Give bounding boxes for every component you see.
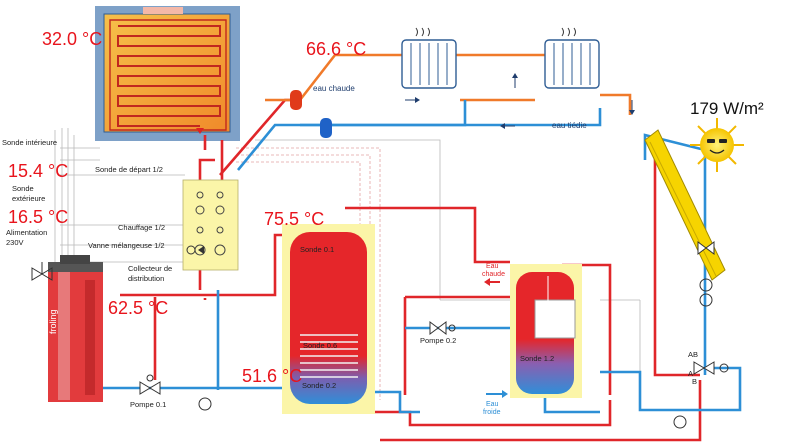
radiator-cold-valve <box>320 118 332 138</box>
label-alimentation-1: Alimentation <box>6 228 47 237</box>
pressure-gauge-icon <box>198 397 212 411</box>
label-collecteur-1: Collecteur de <box>128 264 172 273</box>
label-eau-froide-1: Eau <box>486 401 499 408</box>
solar-collector <box>644 129 726 281</box>
label-sonde-12: Sonde 1.2 <box>520 354 554 363</box>
label-eau-froide-2: froide <box>483 409 501 416</box>
temp-boiler: 62.5 °C <box>108 298 168 318</box>
label-sonde-exterieure-1: Sonde <box>12 184 34 193</box>
label-valve-a: A <box>688 369 693 378</box>
control-wiring <box>54 128 641 400</box>
distribution-manifold <box>182 179 239 271</box>
label-sonde-exterieure-2: extérieure <box>12 194 45 203</box>
label-pompe-01: Pompe 0.1 <box>130 400 166 409</box>
buffer-tank <box>282 224 375 414</box>
label-eau-chaude: eau chaude <box>313 84 355 93</box>
radiator-2 <box>544 27 600 89</box>
dhw-tank <box>510 264 582 398</box>
temp-sonde-exterieure: 16.5 °C <box>8 207 68 227</box>
solar-safety-group <box>697 241 715 307</box>
label-sonde-depart: Sonde de départ 1/2 <box>95 165 163 174</box>
pump-01-icon <box>139 374 161 395</box>
label-vanne: Vanne mélangeuse 1/2 <box>88 241 165 250</box>
mixing-valve-icon <box>198 246 204 254</box>
boiler-brand-label: froling <box>48 309 58 334</box>
label-chauffage: Chauffage 1/2 <box>118 223 165 232</box>
sun-icon <box>690 118 744 172</box>
solar-irradiance: 179 W/m² <box>690 99 764 118</box>
temp-floor: 32.0 °C <box>42 29 102 49</box>
temp-radiator: 66.6 °C <box>306 39 366 59</box>
label-eau-tiede: eau tiédie <box>552 121 587 130</box>
radiator-hot-valve <box>290 90 302 110</box>
safety-valve-boiler <box>31 262 53 281</box>
temp-buffer-bottom: 51.6 °C <box>242 366 302 386</box>
label-sonde-06: Sonde 0.6 <box>303 341 337 350</box>
temp-sonde-interieure: 15.4 °C <box>8 161 68 181</box>
label-alimentation-2: 230V <box>6 238 24 247</box>
boiler <box>48 255 103 402</box>
radiator-1 <box>401 27 457 89</box>
label-collecteur-2: distribution <box>128 274 164 283</box>
label-sonde-interieure: Sonde intérieure <box>2 138 57 147</box>
label-valve-ab: AB <box>688 350 698 359</box>
pump-02-icon <box>429 321 456 335</box>
radiator-pipes <box>265 53 635 129</box>
expansion-gauge-icon <box>673 415 687 429</box>
label-eau-chaude-sanitaire-1: Eau <box>486 263 499 270</box>
label-valve-b: B <box>692 377 697 386</box>
label-sonde-02: Sonde 0.2 <box>302 381 336 390</box>
label-eau-chaude-sanitaire-2: chaude <box>482 271 505 278</box>
label-pompe-02: Pompe 0.2 <box>420 336 456 345</box>
floor-heating-panel <box>95 6 240 141</box>
temp-buffer-top: 75.5 °C <box>264 209 324 229</box>
three-way-valve <box>693 361 729 375</box>
label-sonde-01: Sonde 0.1 <box>300 245 334 254</box>
